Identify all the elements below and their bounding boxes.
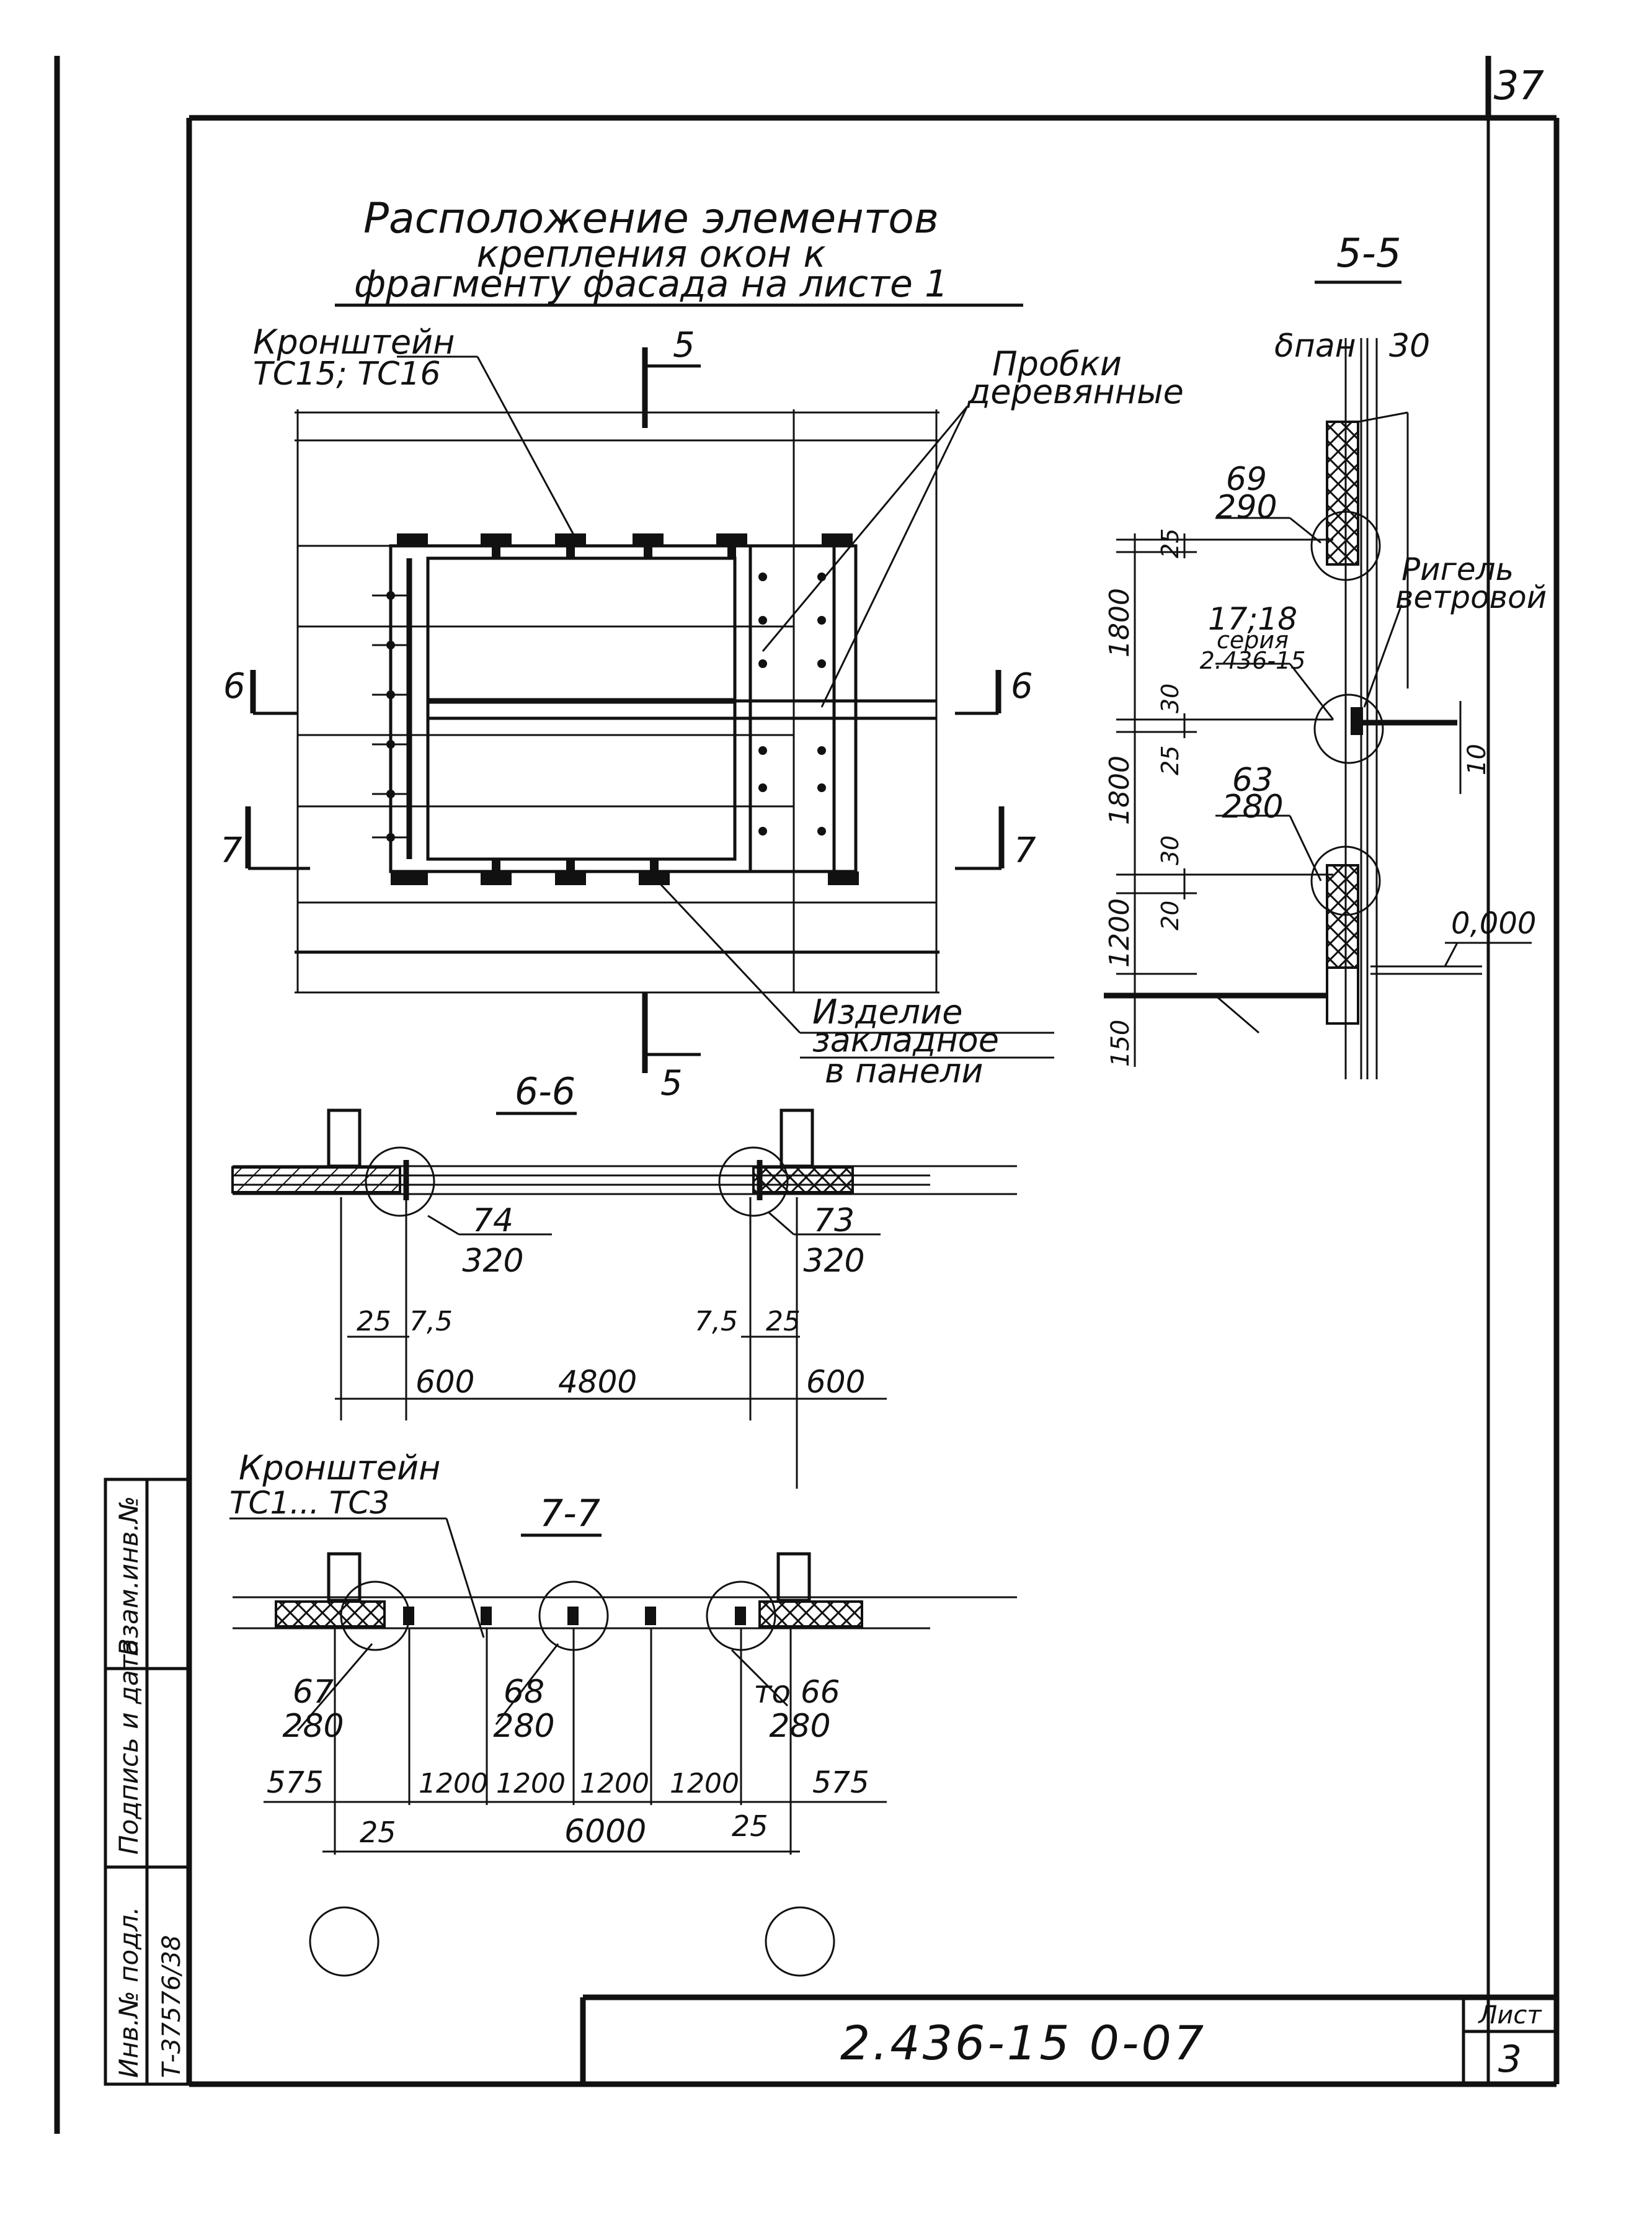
sheet-frame xyxy=(54,56,1560,2134)
section-5-5-dim-30a: 30 xyxy=(1157,684,1184,713)
section-5-5-ref1-bot: 290 xyxy=(1215,489,1277,526)
section-6-6-ref-b-bot: 320 xyxy=(803,1242,864,1280)
stamp-label-inv-original: Инв.№ подл. xyxy=(113,1907,144,2078)
section-7-7-ref-c-bot: 280 xyxy=(769,1708,830,1745)
cut-mark-5-bottom: 5 xyxy=(660,1063,683,1103)
sheet-number: 3 xyxy=(1498,2038,1522,2081)
plan-embed-label-3: в панели xyxy=(825,1051,984,1090)
plan-bracket-label: Кронштейн xyxy=(253,323,455,362)
section-6-6-title: 6-6 xyxy=(515,1070,575,1113)
section-7-7-ref-c-top: то 66 xyxy=(753,1674,840,1710)
section-7-7-dim-575a: 575 xyxy=(267,1765,324,1800)
section-5-5-ref3-top: 63 xyxy=(1232,762,1273,799)
section-6-6-dim-7-5b: 7,5 xyxy=(695,1306,738,1337)
plan-plugs-label-2: деревянные xyxy=(967,372,1184,411)
section-7-7-dim-1200c: 1200 xyxy=(580,1768,649,1799)
plan-plugs-label-1: Пробки xyxy=(992,344,1122,383)
section-5-5-level: 0,000 xyxy=(1451,906,1536,941)
section-6-6-dim-25b: 25 xyxy=(766,1306,801,1337)
section-7-7-dim-25a: 25 xyxy=(360,1816,396,1849)
cut-mark-7-right: 7 xyxy=(1014,831,1036,871)
section-6-6-ref-a-top: 74 xyxy=(473,1202,513,1239)
section-5-5-ref1-top: 69 xyxy=(1226,461,1267,498)
section-7-7-ref-b-top: 68 xyxy=(504,1674,544,1711)
section-6-6-dim-600b: 600 xyxy=(806,1364,865,1400)
section-7-7-bracket-marks: ТС1... ТС3 xyxy=(229,1485,389,1521)
section-6-6-dim-4800: 4800 xyxy=(558,1364,637,1400)
side-stamp xyxy=(104,1478,191,2086)
section-7-7-dim-6000: 6000 xyxy=(564,1813,646,1850)
drawing-title-line-1: Расположение элементов xyxy=(363,194,939,243)
section-5-5-ref3-bot: 280 xyxy=(1222,788,1283,826)
plan-bracket-marks: ТС15; ТС16 xyxy=(253,355,441,393)
section-7-7-dim-1200d: 1200 xyxy=(670,1768,739,1799)
section-7-7-ref-a-top: 67 xyxy=(293,1674,334,1711)
document-code: 2.436-15 0-07 xyxy=(840,2015,1206,2071)
sheet-label: Лист xyxy=(1477,2001,1542,2030)
section-5-5-rigel-2: ветровой xyxy=(1395,579,1547,615)
section-5-5-dim-25a: 25 xyxy=(1157,528,1184,558)
section-7-7-title: 7-7 xyxy=(540,1492,600,1535)
section-5-5-dim-1800b: 1800 xyxy=(1104,756,1135,825)
cut-mark-7-left: 7 xyxy=(220,831,242,871)
title-block xyxy=(580,1994,1557,2084)
section-5-5-top-dim: 30 xyxy=(1389,328,1430,365)
page-number: 37 xyxy=(1494,63,1545,109)
section-7-7-dim-575b: 575 xyxy=(812,1765,869,1800)
cut-mark-6-right: 6 xyxy=(1011,666,1033,707)
section-5-5-dim-30b: 30 xyxy=(1157,836,1184,865)
stamp-label-replaced-inv: Взам.инв.№ xyxy=(113,1496,144,1656)
section-7-7-bracket-label: Кронштейн xyxy=(239,1448,440,1487)
section-6-6-ref-a-bot: 320 xyxy=(462,1242,523,1280)
section-5-5-dim-1800a: 1800 xyxy=(1104,588,1135,658)
cut-mark-5-top: 5 xyxy=(673,325,695,365)
section-7-7-ref-a-bot: 280 xyxy=(282,1708,344,1745)
section-7-7-dim-1200b: 1200 xyxy=(496,1768,566,1799)
section-5-5-rigel-1: Ригель xyxy=(1401,551,1514,587)
plan-embed-label-2: закладное xyxy=(812,1020,999,1059)
section-7-7-dim-25b: 25 xyxy=(732,1809,768,1843)
section-7-7-drawing xyxy=(229,1517,1017,1977)
section-6-6-dim-7-5a: 7,5 xyxy=(409,1306,453,1337)
stamp-inv-number: Т-37576/38 xyxy=(158,1935,186,2079)
section-5-5-ref2-bot: 2.436-15 xyxy=(1200,647,1306,674)
section-5-5-dim-20: 20 xyxy=(1157,901,1184,930)
section-5-5-dim-150: 150 xyxy=(1106,1020,1135,1067)
stamp-label-signature-date: Подпись и дата xyxy=(113,1639,144,1855)
section-7-7-ref-b-bot: 280 xyxy=(493,1708,554,1745)
section-5-5-ref2-mid: серия xyxy=(1217,626,1289,654)
section-5-5-title: 5-5 xyxy=(1336,231,1401,277)
drawing-title-line-3: фрагменту фасада на листе 1 xyxy=(354,262,948,306)
section-5-5-ref2-top: 17;18 xyxy=(1208,601,1297,637)
cut-mark-6-left: 6 xyxy=(223,666,246,707)
section-7-7-dim-1200a: 1200 xyxy=(419,1768,488,1799)
section-6-6-drawing xyxy=(231,1108,1017,1489)
section-6-6-dim-25a: 25 xyxy=(357,1306,391,1337)
section-6-6-ref-b-top: 73 xyxy=(814,1202,855,1239)
section-5-5-panel-thickness: δпан xyxy=(1274,328,1356,365)
section-5-5-drawing xyxy=(1104,338,1532,1079)
section-6-6-dim-600a: 600 xyxy=(415,1364,474,1400)
section-5-5-dim-25b: 25 xyxy=(1157,746,1184,775)
drawing-title-line-2: крепления окон к xyxy=(476,233,825,276)
plan-embed-label-1: Изделие xyxy=(812,992,963,1032)
section-5-5-dim-10: 10 xyxy=(1463,744,1491,775)
section-5-5-dim-1200: 1200 xyxy=(1104,898,1135,968)
plan-view xyxy=(245,347,1054,1073)
